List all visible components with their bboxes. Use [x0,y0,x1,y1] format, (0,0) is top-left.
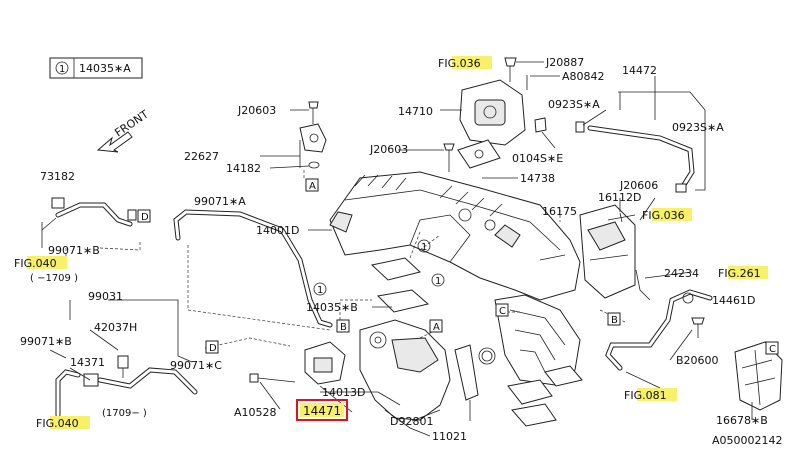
ref-box-d-label: D [141,212,149,223]
label-14371[interactable]: 14371 [70,356,105,369]
label-16112d[interactable]: 16112D [598,191,641,204]
ref-box-c-label: C [499,306,506,317]
ref-box-d-low: D [205,340,219,354]
label-24234[interactable]: 24234 [664,267,699,280]
label-99071b-2[interactable]: 99071∗B [20,335,72,348]
throttle-body [359,319,479,421]
part-labels: J20887 A80842 14472 14710 0923S∗A 0923S∗… [20,56,783,447]
label-range-1709-a: ( −1709 ) [30,273,78,284]
label-73182[interactable]: 73182 [40,170,75,183]
hose-14461d [605,269,713,371]
label-j20606[interactable]: J20606 [619,179,658,192]
fig-ref-036-right: FIG.036 [642,208,692,222]
ref-box-b-label: B [340,322,347,333]
fig-ref-036-top: FIG.036 [438,56,492,70]
label-16678b[interactable]: 16678∗B [716,414,768,427]
ref-box-a-top: A [305,178,319,192]
label-14461d[interactable]: 14461D [712,294,755,307]
fig-ref-036-right-label: FIG.036 [642,209,685,222]
label-a10528[interactable]: A10528 [234,406,277,419]
header-circle-number: 1 [59,64,65,75]
cover-16678b [734,341,783,411]
bolt-j20603 [443,143,455,172]
ref-box-c2-label: C [769,344,776,355]
front-arrow: FRONT [96,108,151,153]
fig-ref-040-b-label: FIG.040 [36,417,79,430]
label-diagram-code: A050002142 [712,434,783,447]
label-42037h[interactable]: 42037H [94,321,137,334]
label-range-1709-b: (1709− ) [102,408,147,419]
label-0923sa-2[interactable]: 0923S∗A [672,121,724,134]
label-b20600[interactable]: B20600 [676,354,719,367]
egr-valve [457,57,547,169]
label-14013d[interactable]: 14013D [322,386,365,399]
ref-box-a2-label: A [433,322,440,333]
fig-ref-036-top-label: FIG.036 [438,57,481,70]
circle-markers: 1 1 1 [313,239,445,296]
fig-ref-040-a-label: FIG.040 [14,257,57,270]
label-99031[interactable]: 99031 [88,290,123,303]
hose-lower-left [55,355,198,418]
label-14710[interactable]: 14710 [398,105,433,118]
label-99071c[interactable]: 99071∗C [170,359,222,372]
reference-dashes [99,231,626,349]
ref-box-b-mid: B [336,319,350,333]
label-j20887[interactable]: J20887 [545,56,584,69]
label-0104se[interactable]: 0104S∗E [512,152,563,165]
gaskets [370,257,583,427]
label-99071b[interactable]: 99071∗B [48,244,100,257]
hose-99071a [173,209,333,328]
fig-ref-261: FIG.261 [718,266,768,280]
ref-box-d2-label: D [209,343,217,354]
label-0923sa-1[interactable]: 0923S∗A [548,98,600,111]
label-14001d[interactable]: 14001D [256,224,299,237]
ref-box-a-mid: A [429,319,443,333]
circle-marker-1: 1 [421,242,427,253]
ref-box-d-top: D [137,209,151,223]
leader-lines [49,61,753,437]
label-j20603-top[interactable]: J20603 [237,104,276,117]
fig-ref-040-b: FIG.040 [36,416,90,430]
label-14182[interactable]: 14182 [226,162,261,175]
label-14738[interactable]: 14738 [520,172,555,185]
label-j20603-mid[interactable]: J20603 [369,143,408,156]
label-a80842[interactable]: A80842 [562,70,605,83]
ref-box-c: C [495,303,509,317]
sensor-22627 [299,101,327,169]
label-22627[interactable]: 22627 [184,150,219,163]
label-16175[interactable]: 16175 [542,205,577,218]
fig-ref-261-label: FIG.261 [718,267,761,280]
circle-marker-2: 1 [317,285,323,296]
fig-ref-081-label: FIG.081 [624,389,667,402]
selected-part-14471[interactable]: 14471 [296,399,348,421]
hose-99071b [41,197,137,248]
fig-ref-081: FIG.081 [624,388,677,402]
label-99071a[interactable]: 99071∗A [194,195,246,208]
front-arrow-label: FRONT [112,108,151,140]
fig-ref-040-a: FIG.040 [14,256,67,270]
label-11021[interactable]: 11021 [432,430,467,443]
solenoid-14471 [249,341,346,385]
hose-14472 [575,121,695,193]
header-note: 1 14035∗A [49,57,143,79]
intake-manifold [329,171,581,301]
selected-part-label[interactable]: 14471 [303,404,341,418]
ref-box-a-label: A [309,181,316,192]
ref-box-b-right: B [607,312,621,326]
ref-box-c-right: C [765,341,779,355]
label-14035b[interactable]: 14035∗B [306,301,358,314]
throttle-actuator [579,204,636,299]
ref-box-b2-label: B [611,315,618,326]
circle-marker-3: 1 [435,276,441,287]
intake-runner [494,294,581,386]
label-14472[interactable]: 14472 [622,64,657,77]
label-d92801[interactable]: D92801 [390,415,433,428]
header-part-number: 14035∗A [79,62,131,75]
